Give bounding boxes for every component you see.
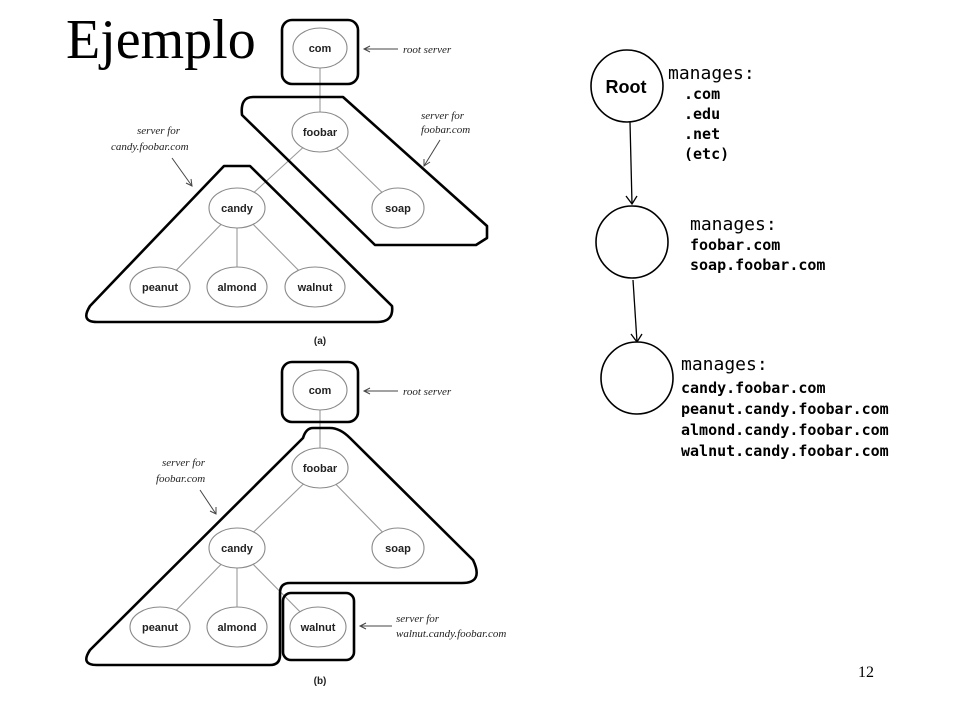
node-foobar-label: foobar (303, 127, 338, 139)
diagram-b-caption: (b) (314, 676, 327, 687)
node-candy-b (208, 527, 266, 569)
node-candy-label: candy (221, 203, 254, 215)
level3-heading: manages: (681, 354, 768, 375)
slide-title: Ejemplo (66, 9, 256, 71)
candy-server-node (600, 341, 674, 415)
foobar-server-arrow-b (199, 489, 217, 515)
node-soap-b (371, 527, 425, 569)
candy-server-arrow (171, 157, 193, 187)
foobar-server-zone-b (85, 426, 478, 667)
foobar-server-node (595, 205, 669, 279)
diagram-b: com foobar soap candy peanut almond waln… (85, 360, 506, 687)
foobar-server-label-b-line2: foobar.com (156, 473, 205, 485)
node-walnut-label: walnut (297, 282, 333, 294)
root-server-zone-b (280, 360, 360, 424)
root-server-zone (280, 18, 360, 86)
diagram-a-caption: (a) (314, 336, 326, 347)
node-candy-b-label: candy (221, 543, 254, 555)
level3-item: walnut.candy.foobar.com (681, 442, 889, 460)
node-walnut-b-label: walnut (300, 622, 336, 634)
node-almond-b (206, 606, 268, 648)
candy-server-label-line2: candy.foobar.com (111, 141, 189, 153)
node-soap-b-label: soap (385, 543, 411, 555)
level2-item: soap.foobar.com (690, 256, 825, 274)
node-walnut-b (289, 606, 347, 648)
level3-item: peanut.candy.foobar.com (681, 400, 889, 418)
level3-item: candy.foobar.com (681, 379, 826, 397)
server-hierarchy: Root manages: .com .edu .net (etc) manag… (590, 49, 889, 460)
page-number: 12 (858, 664, 874, 681)
node-foobar-b (291, 447, 349, 489)
node-peanut-b (129, 606, 191, 648)
node-com-b-label: com (309, 385, 332, 397)
node-peanut (129, 266, 191, 308)
node-com-b (292, 369, 348, 411)
level2-to-level3-arrow (632, 279, 638, 343)
foobar-server-arrow (423, 139, 441, 167)
level1-item: .edu (684, 105, 720, 123)
level1-item: .net (684, 125, 720, 143)
node-soap (371, 187, 425, 229)
root-server-label-b: root server (403, 386, 452, 398)
walnut-server-zone (281, 591, 356, 662)
level2-heading: manages: (690, 214, 777, 235)
node-peanut-label: peanut (142, 282, 178, 294)
node-peanut-b-label: peanut (142, 622, 178, 634)
node-com-label: com (309, 43, 332, 55)
diagram-a: com foobar soap candy peanut almond waln… (85, 18, 489, 347)
root-server-label: root server (403, 44, 452, 56)
level2-item: foobar.com (690, 236, 780, 254)
candy-server-label-line1: server for (137, 125, 181, 137)
node-soap-label: soap (385, 203, 411, 215)
walnut-server-label-line1: server for (396, 613, 440, 625)
level1-item: (etc) (684, 145, 729, 163)
root-server-node (590, 49, 664, 123)
level1-heading: manages: (668, 63, 755, 84)
node-almond-b-label: almond (217, 622, 256, 634)
level3-item: almond.candy.foobar.com (681, 421, 889, 439)
node-com (292, 27, 348, 69)
node-walnut (284, 266, 346, 308)
foobar-server-zone (240, 95, 489, 247)
root-to-level2-arrow (629, 121, 633, 205)
foobar-server-label-b-line1: server for (162, 457, 206, 469)
level1-item: .com (684, 85, 720, 103)
root-server-node-label: Root (606, 77, 647, 97)
node-foobar-b-label: foobar (303, 463, 338, 475)
foobar-server-label-line1: server for (421, 110, 465, 122)
node-almond (206, 266, 268, 308)
candy-server-zone (85, 164, 394, 324)
node-foobar (291, 111, 349, 153)
node-almond-label: almond (217, 282, 256, 294)
walnut-server-label-line2: walnut.candy.foobar.com (396, 628, 506, 640)
foobar-server-label-line2: foobar.com (421, 124, 470, 136)
node-candy (208, 187, 266, 229)
